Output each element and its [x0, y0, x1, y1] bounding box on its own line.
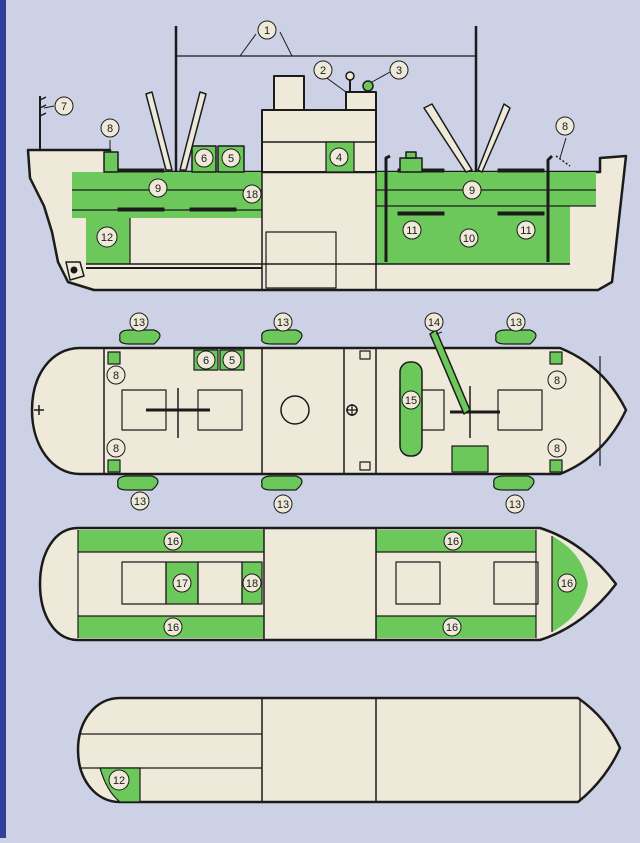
tank-deck-hull: [38, 526, 618, 642]
callout-5: 5: [228, 153, 234, 165]
callout-13: 13: [509, 499, 521, 511]
tank-hatch: [493, 561, 539, 605]
callout-13: 13: [510, 317, 522, 329]
callout-17: 17: [176, 578, 188, 590]
tank-hatch: [395, 561, 441, 605]
fwd-winch-top: [405, 151, 417, 159]
callout-8: 8: [562, 121, 568, 133]
side-green-upper-fwd: [376, 172, 596, 206]
lifeboat-13: [119, 329, 161, 345]
superstructure: [261, 109, 377, 173]
flag-tick: [39, 112, 47, 117]
callout-8: 8: [107, 123, 113, 135]
side-hatch: [397, 211, 445, 216]
tank-deck-view: [38, 526, 618, 642]
callout-5: 5: [229, 355, 235, 367]
callout-16: 16: [447, 536, 459, 548]
side-hatch: [497, 168, 545, 173]
callout-8: 8: [113, 443, 119, 455]
callout-11: 11: [406, 225, 417, 237]
callout-13: 13: [277, 499, 289, 511]
double-bottom-view: [76, 696, 622, 804]
callout-4: 4: [336, 152, 342, 164]
callout-8: 8: [554, 375, 560, 387]
callout-7: 7: [61, 101, 67, 113]
side-hatch: [117, 207, 165, 212]
callout-16: 16: [446, 622, 458, 634]
lifeboat-13: [261, 475, 303, 491]
side-hatch: [189, 207, 237, 212]
callout-2: 2: [320, 65, 326, 77]
lifeboat-13: [493, 475, 535, 491]
callout-16: 16: [167, 536, 179, 548]
ventilator-pipe: [384, 154, 391, 262]
callout-6: 6: [201, 153, 207, 165]
callout-1: 1: [264, 25, 270, 37]
lifeboat-13: [117, 475, 159, 491]
aft-box-8: [103, 151, 119, 173]
deck-vent: [359, 461, 371, 471]
flag-tick: [39, 104, 47, 109]
callout-11: 11: [520, 225, 531, 237]
fwd-derrick: [423, 103, 473, 173]
callout-13: 13: [134, 496, 146, 508]
callout-12: 12: [101, 232, 113, 244]
callout-3: 3: [396, 65, 402, 77]
callout-9: 9: [469, 185, 475, 197]
side-hatch: [497, 211, 545, 216]
lifeboat-13: [261, 329, 303, 345]
deck-plan-view: [30, 329, 628, 491]
deck-green-box: [451, 445, 489, 473]
aft-derrick: [145, 91, 173, 171]
side-hatch: [117, 168, 165, 173]
callout-13: 13: [133, 317, 145, 329]
callout-18: 18: [246, 189, 258, 201]
page-edge-strip: [0, 0, 6, 838]
deck-hull: [30, 346, 628, 476]
callout-8: 8: [113, 370, 119, 382]
callout-18: 18: [246, 578, 258, 590]
bridge-house: [273, 75, 305, 111]
callout-leaders: [43, 31, 567, 335]
deck-hatch: [497, 389, 543, 431]
tank-hatch: [121, 561, 167, 605]
deck-green-8: [107, 351, 121, 365]
callout-12: 12: [113, 775, 125, 787]
lifeboat-13: [495, 329, 537, 345]
bridge-mast-light: [345, 71, 355, 81]
callout-10: 10: [463, 233, 475, 245]
callout-16: 16: [561, 578, 573, 590]
deck-vent: [359, 350, 371, 360]
radar-dome: [362, 80, 374, 92]
propeller: [70, 266, 78, 274]
callout-9: 9: [155, 183, 161, 195]
flag-tick: [39, 96, 47, 101]
deck-green-8: [549, 351, 563, 365]
callout-6: 6: [203, 355, 209, 367]
funnel-plan: [280, 395, 310, 425]
deck-green-8: [549, 459, 563, 473]
callout-14: 14: [428, 317, 440, 329]
wheelhouse-top: [345, 91, 377, 111]
bottom-hull: [76, 696, 622, 804]
ventilator-pipe: [546, 154, 554, 262]
deck-green-8: [107, 459, 121, 473]
fwd-winch: [399, 157, 423, 173]
side-engine-casing: [265, 231, 337, 289]
callout-13: 13: [277, 317, 289, 329]
fwd-derrick: [477, 103, 511, 173]
bow-rail: [555, 155, 571, 167]
tank-hatch: [197, 561, 243, 605]
callout-15: 15: [405, 395, 417, 407]
callout-8: 8: [554, 443, 560, 455]
aft-derrick: [179, 91, 207, 171]
callout-16: 16: [167, 622, 179, 634]
